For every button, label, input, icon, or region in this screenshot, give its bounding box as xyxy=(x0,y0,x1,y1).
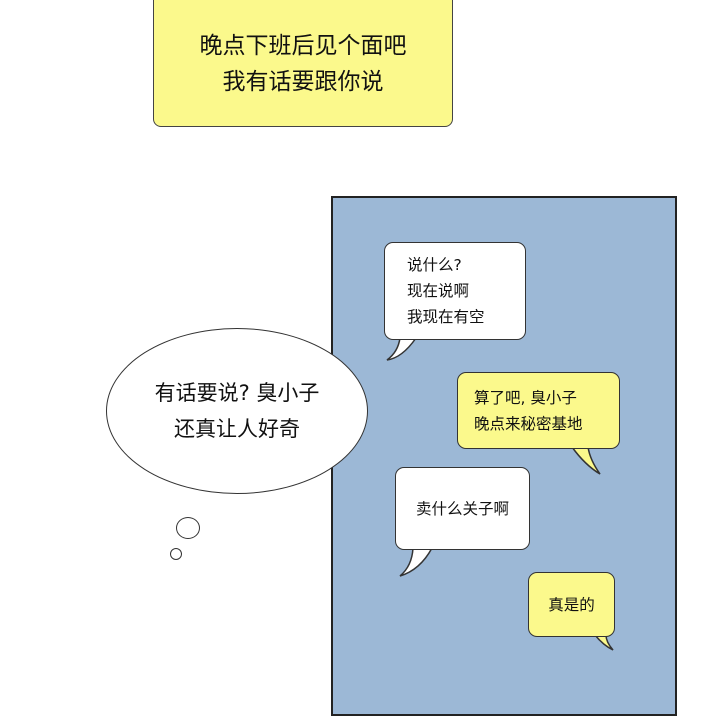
speech-bubble: 真是的 xyxy=(528,572,615,637)
tail-1 xyxy=(386,337,418,361)
message-caption-box: 晚点下班后见个面吧 我有话要跟你说 xyxy=(153,0,453,127)
bubble-line: 说什么? xyxy=(407,256,462,274)
speech-bubble: 说什么? 现在说啊 我现在有空 xyxy=(384,242,526,340)
thought-line: 有话要说? 臭小子 xyxy=(154,381,320,405)
bubble-line: 卖什么关子啊 xyxy=(415,499,509,518)
bubble-line: 算了吧, 臭小子 xyxy=(474,388,577,407)
thought-bubble: 有话要说? 臭小子 还真让人好奇 xyxy=(106,328,368,494)
tail-4 xyxy=(593,634,614,651)
tail-3 xyxy=(399,547,434,577)
caption-line: 我有话要跟你说 xyxy=(222,68,384,95)
bubble-tails xyxy=(386,337,614,651)
bubble-line: 我现在有空 xyxy=(407,308,485,326)
thought-dot xyxy=(170,548,182,560)
speech-bubble: 算了吧, 臭小子 晚点来秘密基地 xyxy=(457,372,620,449)
caption-line: 晚点下班后见个面吧 xyxy=(199,32,407,59)
bubble-line: 晚点来秘密基地 xyxy=(474,414,583,433)
thought-dot xyxy=(176,517,200,539)
thought-line: 还真让人好奇 xyxy=(174,417,300,441)
bubble-line: 现在说啊 xyxy=(407,282,470,300)
speech-bubble: 卖什么关子啊 xyxy=(395,467,530,550)
tail-2 xyxy=(570,446,601,475)
bubble-line: 真是的 xyxy=(548,595,595,614)
